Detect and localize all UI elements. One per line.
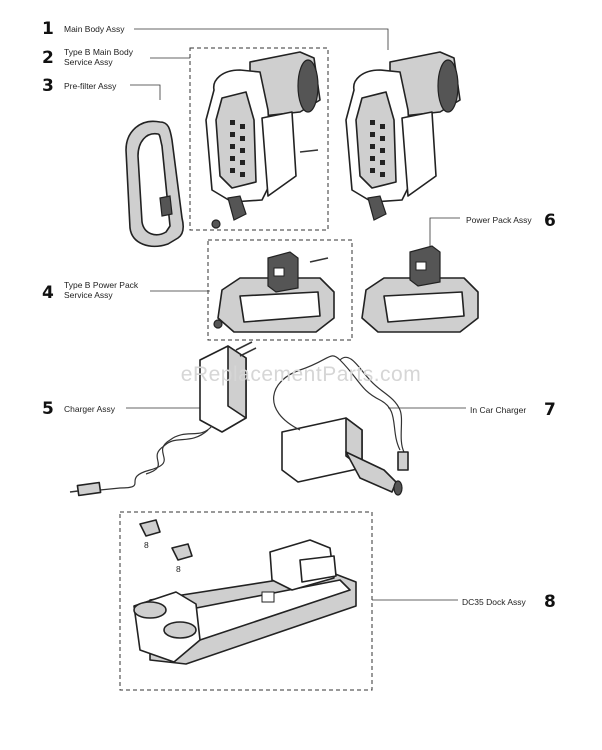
power-pack-service-drawing <box>213 251 335 333</box>
part-number-8: 8 <box>544 592 556 612</box>
main-body-service-drawing <box>205 51 321 229</box>
group-box-power-pack-service <box>207 239 353 341</box>
pre-filter-drawing <box>125 120 184 248</box>
part-label-dock: DC35 Dock Assy <box>462 597 526 607</box>
group-box-main-body-service <box>189 47 329 231</box>
screw-label-2: 8 <box>176 564 181 574</box>
part-number-5: 5 <box>42 399 54 419</box>
part-number-4: 4 <box>42 283 54 303</box>
part-label-pre-filter: Pre-filter Assy <box>64 81 117 91</box>
part-label-power-pack-service: Type B Power Pack Service Assy <box>64 280 139 300</box>
main-body-drawing <box>345 51 461 221</box>
watermark: eReplacementParts.com <box>180 363 422 386</box>
part-label-charger: Charger Assy <box>64 404 116 414</box>
part-number-7: 7 <box>544 400 556 420</box>
part-number-2: 2 <box>42 48 54 68</box>
part-label-power-pack: Power Pack Assy <box>466 215 532 225</box>
leader-line-3 <box>130 84 161 100</box>
leader-line-6 <box>429 217 460 250</box>
dock-drawing <box>133 519 357 665</box>
charger-drawing <box>69 341 257 497</box>
part-label-main-body: Main Body Assy <box>64 24 125 34</box>
part-number-3: 3 <box>42 76 54 96</box>
part-number-1: 1 <box>42 19 54 39</box>
group-box-dock <box>119 511 373 691</box>
part-label-main-body-service: Type B Main Body Service Assy <box>64 47 133 67</box>
leader-line-1 <box>134 28 389 50</box>
screw-label-1: 8 <box>144 540 149 550</box>
part-number-6: 6 <box>544 211 556 231</box>
power-pack-drawing <box>361 245 479 333</box>
part-label-in-car-charger: In Car Charger <box>470 405 527 415</box>
in-car-charger-drawing <box>273 355 409 496</box>
